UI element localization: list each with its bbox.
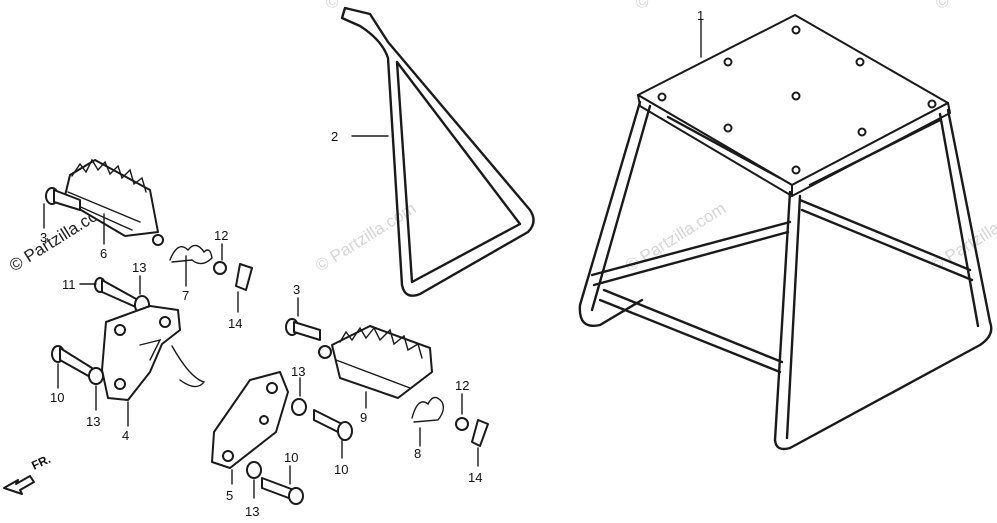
callout-10-left: 10 <box>50 390 64 405</box>
callout-13-b: 13 <box>86 414 100 429</box>
callout-4: 4 <box>122 428 129 443</box>
bolt-part-11 <box>79 275 150 315</box>
callout-14-left: 14 <box>228 316 242 331</box>
nut-pin-left <box>213 243 253 313</box>
nut-pin-right <box>455 393 489 467</box>
bolt-part-3-left <box>43 187 81 229</box>
stand-part-1 <box>578 14 993 451</box>
watermark: © Partzilla.com <box>932 0 997 13</box>
spring-part-7 <box>169 244 213 287</box>
callout-12-left: 12 <box>214 228 228 243</box>
spring-part-8 <box>411 396 445 447</box>
callout-11: 11 <box>62 277 76 292</box>
callout-10-center: 10 <box>334 462 348 477</box>
callout-12-right: 12 <box>455 378 469 393</box>
callout-1: 1 <box>697 8 704 23</box>
callout-13-d: 13 <box>245 504 259 519</box>
bolt-part-10-lower <box>246 461 304 505</box>
bolt-part-3-right <box>285 297 321 341</box>
callout-5: 5 <box>226 488 233 503</box>
bolt-part-10-center <box>291 377 353 459</box>
callout-7: 7 <box>182 288 189 303</box>
front-arrow: FR. <box>3 452 53 495</box>
front-label: FR. <box>29 452 52 473</box>
callout-8: 8 <box>414 446 421 461</box>
bracket-part-4 <box>101 305 206 427</box>
footpeg-right-part-9 <box>318 325 433 409</box>
side-frame-part-2 <box>340 6 535 297</box>
bolt-part-10-left <box>51 345 104 411</box>
watermark: © Partzilla.com <box>632 0 739 13</box>
callout-14-right: 14 <box>468 470 482 485</box>
callout-9: 9 <box>360 410 367 425</box>
callout-13-c: 13 <box>291 364 305 379</box>
watermark: © Partzilla.com <box>312 199 419 276</box>
callout-2: 2 <box>331 129 338 144</box>
callout-numbers: 1 2 3 3 4 5 6 7 8 9 10 10 10 11 12 12 13… <box>40 8 704 519</box>
callout-3-right: 3 <box>293 282 300 297</box>
watermark: © Partzilla.com <box>322 0 429 13</box>
callout-6: 6 <box>100 246 107 261</box>
bracket-part-5 <box>211 371 289 485</box>
callout-3-left: 3 <box>40 230 47 245</box>
callout-10-lower: 10 <box>284 450 298 465</box>
callout-13-a: 13 <box>132 260 146 275</box>
